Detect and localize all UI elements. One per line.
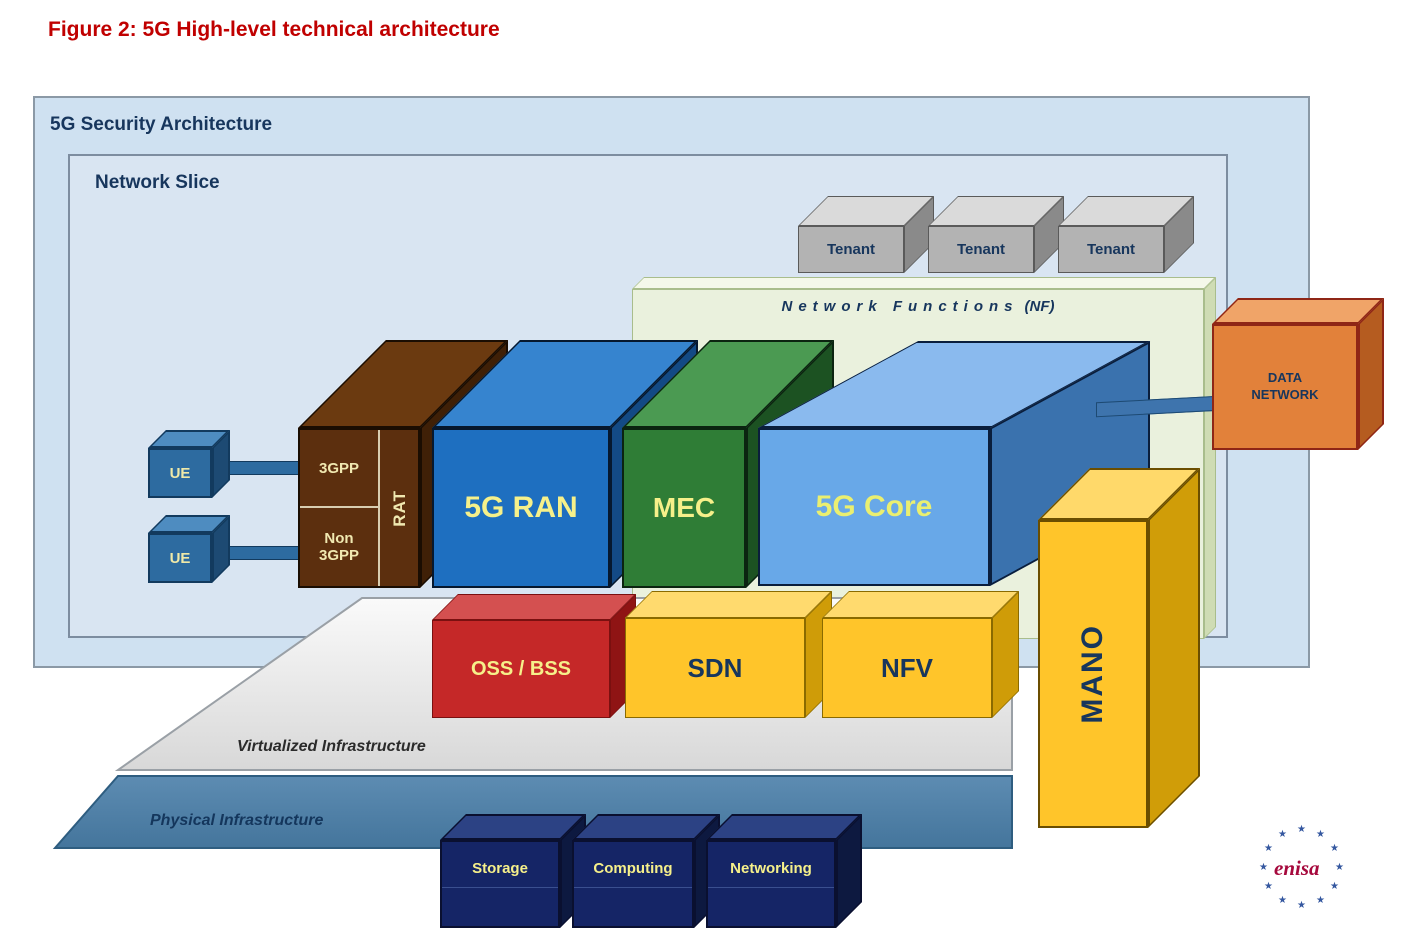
access-3gpp-label: 3GPP	[318, 459, 360, 477]
star-icon: ★	[1330, 843, 1339, 854]
oss-bss-box: OSS / BSS	[432, 594, 636, 718]
star-icon: ★	[1264, 843, 1273, 854]
networking-box-front: Networking	[706, 840, 836, 928]
networking-box: Networking	[706, 814, 862, 928]
computing-box: Computing	[572, 814, 720, 928]
access-non3gpp-cell: Non 3GPP	[300, 508, 380, 586]
ran-box-front: 5G RAN	[432, 428, 610, 588]
tenant-box-3-front: Tenant	[1058, 226, 1164, 273]
data-network-box-top	[1212, 298, 1384, 324]
enisa-logo: ★ ★ ★ ★ ★ ★ ★ ★ ★ ★ ★ ★ enisa	[1252, 824, 1352, 911]
mec-box-front: MEC	[622, 428, 746, 588]
network-functions-label: Network Functions	[781, 298, 1019, 315]
access-box-front: 3GPP Non 3GPP RAT	[298, 428, 420, 588]
star-icon: ★	[1278, 895, 1287, 906]
network-functions-suffix: (NF)	[1024, 298, 1055, 315]
access-box: 3GPP Non 3GPP RAT	[298, 340, 508, 588]
star-icon: ★	[1278, 829, 1287, 840]
sdn-box-top	[625, 591, 832, 618]
core-box-front: 5G Core	[758, 428, 990, 586]
security-architecture-label: 5G Security Architecture	[50, 114, 273, 135]
ran-box: 5G RAN	[432, 340, 698, 588]
ue-box-2-front: UE	[148, 533, 212, 583]
tenant-3-label: Tenant	[1086, 241, 1136, 258]
mano-label: MANO	[1076, 624, 1109, 724]
physical-infrastructure-label: Physical Infrastructure	[150, 812, 324, 829]
enisa-wordmark: enisa	[1274, 856, 1320, 880]
star-icon: ★	[1335, 862, 1344, 873]
network-functions-panel-top	[632, 277, 1216, 289]
network-slice-label: Network Slice	[95, 172, 220, 193]
computing-box-front: Computing	[572, 840, 694, 928]
core-label: 5G Core	[815, 490, 933, 523]
nfv-label: NFV	[881, 652, 933, 683]
storage-box-front: Storage	[440, 840, 560, 928]
tenant-box-2-front: Tenant	[928, 226, 1034, 273]
figure-caption: Figure 2: 5G High-level technical archit…	[48, 18, 500, 41]
tenant-2-label: Tenant	[956, 241, 1006, 258]
sdn-box: SDN	[625, 591, 832, 718]
ue2-label: UE	[169, 549, 191, 567]
tenant-1-label: Tenant	[826, 241, 876, 258]
mano-box-side	[1148, 468, 1200, 828]
data-network-label: DATA NETWORK	[1251, 370, 1319, 402]
mano-box: MANO	[1038, 468, 1200, 828]
access-rat-cell: RAT	[382, 430, 418, 586]
data-network-box-side	[1358, 298, 1384, 450]
star-icon: ★	[1316, 829, 1325, 840]
star-icon: ★	[1330, 881, 1339, 892]
oss-bss-box-top	[432, 594, 636, 620]
sdn-box-front: SDN	[625, 618, 805, 718]
storage-label: Storage	[442, 860, 558, 888]
star-icon: ★	[1264, 881, 1273, 892]
core-box: 5G Core	[758, 341, 1151, 586]
ue1-label: UE	[169, 464, 191, 482]
ue-box-2: UE	[148, 515, 230, 583]
mec-box: MEC	[622, 340, 834, 588]
mano-box-front: MANO	[1038, 520, 1148, 828]
ue-box-1-front: UE	[148, 448, 212, 498]
nfv-box: NFV	[822, 591, 1019, 718]
access-non3gpp-label: Non 3GPP	[318, 529, 360, 564]
data-network-box: DATA NETWORK	[1212, 298, 1384, 450]
virtualized-infrastructure-label: Virtualized Infrastructure	[237, 738, 426, 755]
nfv-box-top	[822, 591, 1019, 618]
oss-bss-box-front: OSS / BSS	[432, 620, 610, 718]
tenant-box-1-front: Tenant	[798, 226, 904, 273]
star-icon: ★	[1316, 895, 1325, 906]
mec-label: MEC	[652, 492, 716, 523]
oss-bss-label: OSS / BSS	[470, 657, 572, 680]
sdn-label: SDN	[687, 652, 743, 683]
networking-label: Networking	[708, 860, 834, 888]
ran-label: 5G RAN	[464, 491, 578, 524]
tenant-box-2: Tenant	[928, 196, 1064, 273]
storage-box: Storage	[440, 814, 586, 928]
access-rat-label: RAT	[390, 489, 409, 527]
star-icon: ★	[1297, 900, 1306, 911]
star-icon: ★	[1297, 824, 1306, 835]
nfv-box-front: NFV	[822, 618, 992, 718]
star-icon: ★	[1259, 862, 1268, 873]
computing-label: Computing	[574, 860, 692, 888]
tenant-box-1: Tenant	[798, 196, 934, 273]
access-3gpp-cell: 3GPP	[300, 430, 380, 508]
data-network-box-front: DATA NETWORK	[1212, 324, 1358, 450]
ue-box-1: UE	[148, 430, 230, 498]
tenant-box-3: Tenant	[1058, 196, 1194, 273]
